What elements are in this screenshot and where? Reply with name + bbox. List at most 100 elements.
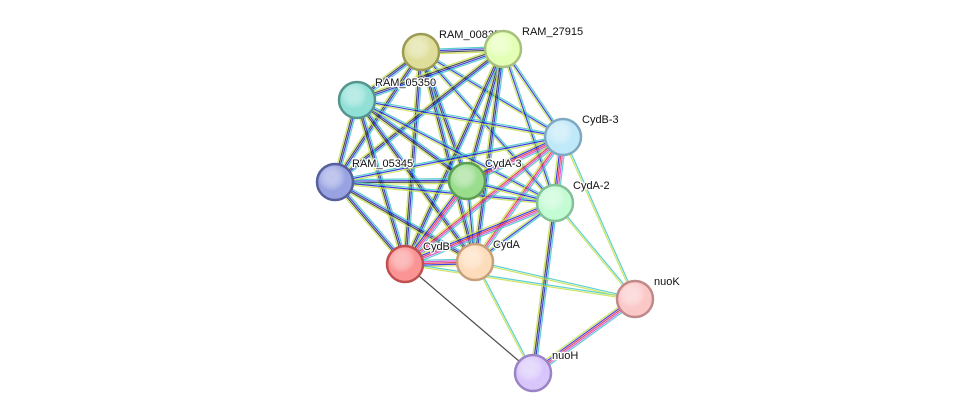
edge-evidence-line: [356, 100, 467, 183]
node-label: nuoK: [654, 276, 680, 288]
edge-evidence-line: [334, 134, 563, 182]
edge-evidence-line: [563, 136, 637, 299]
node-label: CydA-3: [485, 158, 522, 170]
node-highlight: [458, 245, 492, 279]
edge-CydB-3-nuoK[interactable]: [561, 136, 637, 300]
node-label: nuoH: [552, 350, 578, 362]
edge-evidence-line: [530, 295, 634, 371]
node-CydA-3[interactable]: CydA-3: [447, 157, 523, 201]
edge-evidence-line: [335, 137, 564, 185]
node-highlight: [388, 247, 422, 281]
node-label: RAM_27915: [522, 26, 583, 38]
edge-evidence-line: [403, 51, 421, 264]
edge-evidence-line: [355, 101, 466, 184]
edge-evidence-line: [406, 52, 424, 265]
node-highlight: [404, 35, 438, 69]
edge-evidence-line: [476, 49, 506, 263]
node-highlight: [546, 120, 580, 154]
node-CydB-3[interactable]: CydB-3: [543, 113, 620, 157]
edge-evidence-line: [355, 100, 555, 205]
edge-CydA-2-CydB[interactable]: [403, 199, 557, 268]
edge-evidence-line: [530, 202, 554, 373]
edge-nuoK-nuoH[interactable]: [530, 295, 638, 377]
edge-CydB-nuoK[interactable]: [404, 262, 636, 301]
node-label: RAM_05345: [352, 158, 413, 170]
edge-layer: [332, 46, 638, 377]
node-CydA[interactable]: CydA: [455, 238, 522, 282]
node-label: CydB-3: [582, 114, 619, 126]
node-label: RAM_00835: [439, 29, 500, 41]
edge-evidence-line: [356, 47, 503, 100]
edge-evidence-line: [334, 47, 503, 182]
edge-CydB-3-CydA[interactable]: [472, 135, 566, 264]
edge-evidence-line: [472, 48, 502, 262]
edge-evidence-line: [404, 263, 534, 374]
edge-evidence-line: [503, 48, 558, 203]
node-highlight: [486, 32, 520, 66]
edge-RAM_05345-CydB-3[interactable]: [334, 134, 564, 185]
edge-CydA-nuoH[interactable]: [473, 261, 535, 374]
node-nuoH[interactable]: nuoH: [513, 349, 580, 393]
edge-RAM_05350-CydB-3[interactable]: [356, 97, 564, 140]
edge-RAM_05350-CydA-2[interactable]: [355, 98, 557, 205]
edge-evidence-line: [403, 134, 562, 263]
edge-RAM_00835-CydB[interactable]: [402, 51, 424, 265]
edge-evidence-line: [356, 99, 556, 204]
edge-CydA-nuoK[interactable]: [474, 260, 636, 301]
edge-evidence-line: [475, 137, 565, 263]
edge-evidence-line: [553, 203, 635, 300]
edge-RAM_00835-CydA[interactable]: [418, 51, 478, 263]
node-RAM_00835[interactable]: RAM_00835: [401, 28, 501, 72]
edge-evidence-line: [404, 200, 555, 264]
edge-evidence-line: [405, 52, 423, 265]
edge-evidence-line: [475, 260, 636, 299]
edge-CydB-nuoH[interactable]: [404, 263, 534, 374]
node-RAM_05350[interactable]: RAM_05350: [337, 76, 437, 120]
node-highlight: [340, 83, 374, 117]
node-RAM_27915[interactable]: RAM_27915: [483, 25, 584, 69]
node-highlight: [538, 186, 572, 220]
edge-RAM_27915-RAM_05345[interactable]: [333, 46, 505, 185]
edge-evidence-line: [561, 137, 635, 300]
edge-evidence-line: [357, 98, 468, 181]
node-nuoK[interactable]: nuoK: [615, 275, 682, 319]
edge-evidence-line: [475, 261, 535, 373]
edge-evidence-line: [406, 138, 565, 267]
edge-evidence-line: [531, 297, 635, 373]
node-layer: RAM_00835 RAM_27915RAM_05350CydB-3RAM_053…: [315, 25, 682, 393]
edge-CydA-2-nuoH[interactable]: [530, 202, 558, 374]
edge-RAM_27915-RAM_05350[interactable]: [356, 46, 504, 103]
node-highlight: [450, 164, 484, 198]
node-highlight: [618, 282, 652, 316]
edge-RAM_27915-CydA-2[interactable]: [500, 48, 558, 204]
node-CydA-2[interactable]: CydA-2: [535, 179, 611, 223]
edge-evidence-line: [405, 203, 556, 267]
edge-evidence-line: [534, 203, 558, 374]
edge-CydA-2-nuoK[interactable]: [553, 202, 637, 300]
node-label: RAM_05350: [375, 77, 436, 89]
edge-CydB-3-CydB[interactable]: [403, 134, 565, 267]
edge-evidence-line: [419, 52, 555, 205]
node-label: CydA-2: [573, 180, 610, 192]
edge-evidence-line: [476, 138, 566, 264]
edge-evidence-line: [333, 183, 475, 265]
edge-evidence-line: [473, 48, 503, 262]
node-CydB[interactable]: CydB: [385, 240, 451, 284]
edge-RAM_27915-CydA[interactable]: [472, 48, 506, 263]
edge-evidence-line: [333, 46, 502, 181]
edge-evidence-line: [419, 52, 475, 263]
edge-evidence-line: [357, 98, 557, 203]
edge-evidence-line: [356, 46, 503, 99]
edge-evidence-line: [474, 262, 635, 301]
edge-evidence-line: [403, 199, 555, 262]
node-RAM_05345[interactable]: RAM_05345: [315, 157, 414, 202]
edge-evidence-line: [405, 137, 564, 266]
edge-evidence-line: [418, 52, 474, 263]
edge-evidence-line: [357, 99, 407, 264]
edge-evidence-line: [404, 264, 635, 301]
edge-evidence-line: [533, 299, 637, 375]
edge-evidence-line: [334, 136, 564, 183]
edge-evidence-line: [555, 202, 637, 299]
edge-evidence-line: [475, 49, 505, 263]
